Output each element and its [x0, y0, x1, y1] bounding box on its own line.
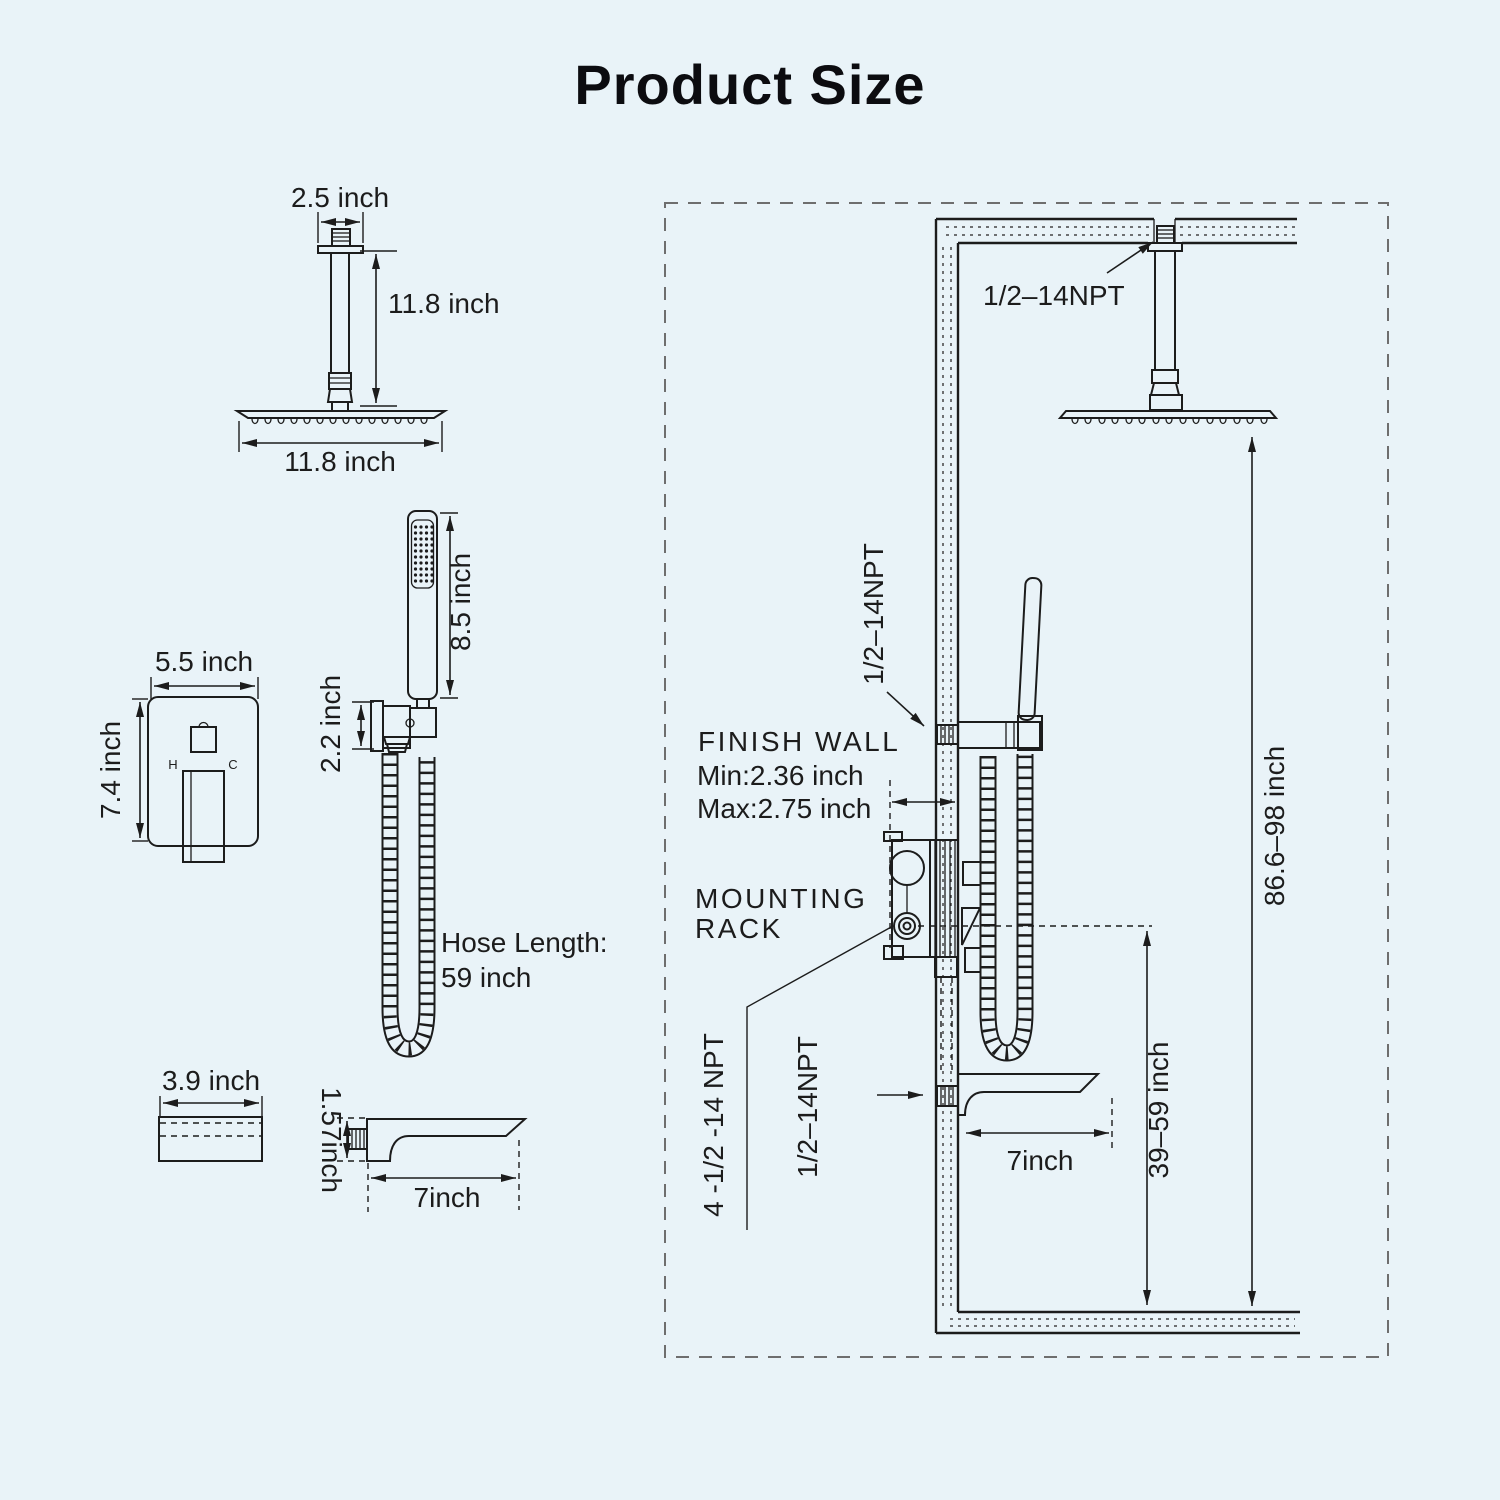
finish-wall-label: FINISH WALL [698, 726, 900, 757]
ceiling-npt-label: 1/2–14NPT [983, 280, 1125, 311]
nozzle-row [1071, 418, 1268, 425]
head-width-label: 11.8 inch [284, 446, 396, 477]
holder-height-label: 2.2 inch [315, 675, 346, 773]
valve-height-label: 7.4 inch [95, 721, 126, 819]
valve-width-label: 5.5 inch [155, 646, 253, 677]
spout-length-label: 7inch [414, 1182, 481, 1213]
installed-spout-drawing [936, 1073, 1101, 1116]
valve-npt-label: 4 -1/2 -14 NPT [698, 1033, 729, 1217]
installation-diagram: 1/2–14NPT 86.6–98 inch 1/2–14NPT [664, 202, 1389, 1358]
wand-holder-drawing [370, 700, 437, 753]
escutcheon-width-label: 3.9 inch [162, 1065, 260, 1096]
handheld-shower-diagram: 8.5 inch 2.2 inch Hose Length: 59 inch [315, 510, 608, 1058]
overhead-shower-diagram: 2.5 inch [233, 182, 500, 477]
spout-height-range-label: 39–59 inch [1143, 1041, 1174, 1178]
hot-label: H [168, 757, 177, 772]
installed-hose-drawing [979, 754, 1034, 1062]
hand-wand-drawing [407, 510, 438, 709]
spout-drawing [347, 1118, 528, 1162]
wall-section [934, 219, 960, 1333]
nozzle-row [251, 418, 428, 425]
mounting-rack-label-line1: MOUNTING [695, 883, 867, 914]
mounting-rack-label-line2: RACK [695, 913, 783, 944]
ceiling-section [936, 217, 1297, 245]
spout-height-label: 1.57inch [316, 1087, 347, 1193]
arm-length-label: 11.8 inch [388, 288, 500, 319]
finish-wall-min-label: Min:2.36 inch [697, 760, 864, 791]
escutcheon-diagram: 3.9 inch [158, 1065, 263, 1162]
tub-spout-diagram: 1.57inch 7inch [316, 1087, 528, 1213]
overall-height-label: 86.6–98 inch [1259, 746, 1290, 906]
room-outline [664, 202, 1389, 1358]
spout-npt-label: 1/2–14NPT [792, 1036, 823, 1178]
ceiling-arm-drawing [233, 228, 449, 425]
cold-label: C [228, 757, 237, 772]
valve-plate-drawing [147, 696, 259, 863]
hose-drawing [381, 753, 436, 1058]
wand-spray-dots [413, 525, 434, 583]
finish-wall-max-label: Max:2.75 inch [697, 793, 871, 824]
escutcheon-drawing [158, 1116, 263, 1162]
floor-section [936, 1310, 1300, 1335]
hand-npt-label: 1/2–14NPT [858, 543, 889, 685]
flange-width-label: 2.5 inch [291, 182, 389, 213]
wand-length-label: 8.5 inch [445, 553, 476, 651]
page-title: Product Size [574, 53, 926, 116]
installed-overhead-shower [1057, 225, 1279, 425]
hose-length-label-line1: Hose Length: [441, 927, 608, 958]
installed-hand-shower [936, 577, 1043, 751]
valve-trim-diagram: 5.5 inch H C 7.4 inch [95, 646, 259, 863]
hose-length-label-line2: 59 inch [441, 962, 531, 993]
spout-reach-label: 7inch [1007, 1145, 1074, 1176]
